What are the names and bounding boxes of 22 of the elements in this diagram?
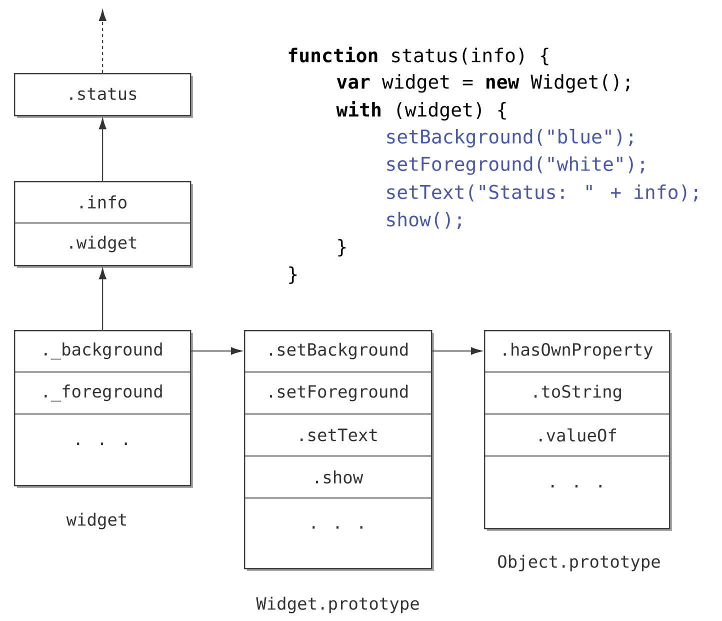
- code-line: setText("Status: " + info);: [387, 184, 698, 202]
- arrow: [98, 268, 106, 330]
- arrow: [190, 347, 242, 355]
- arrow: [98, 118, 106, 182]
- code-line: setBackground("blue");: [387, 128, 632, 148]
- object-box: .status: [14, 73, 193, 118]
- code-line: var widget = new Widget();: [336, 74, 630, 93]
- object-name: Object.prototype: [498, 554, 660, 572]
- code-line: show();: [387, 212, 461, 229]
- code-line: }: [289, 266, 297, 284]
- object-name: widget: [66, 512, 126, 530]
- code-line: setForeground("white");: [387, 156, 644, 175]
- object-box: .hasOwnProperty .toString .valueOf . . .: [484, 330, 672, 531]
- object-box: .info .widget: [14, 181, 193, 268]
- code-line: function status(info) {: [288, 46, 548, 66]
- object-name: Widget.prototype: [256, 596, 419, 614]
- code-line: }: [338, 239, 346, 257]
- arrow: [98, 10, 106, 74]
- code-line: with (widget) {: [336, 101, 506, 121]
- arrow: [432, 347, 482, 355]
- object-box: .setBackground .setForeground .setText .show . . .: [244, 330, 434, 571]
- object-box: ._background ._foreground . . .: [14, 330, 193, 488]
